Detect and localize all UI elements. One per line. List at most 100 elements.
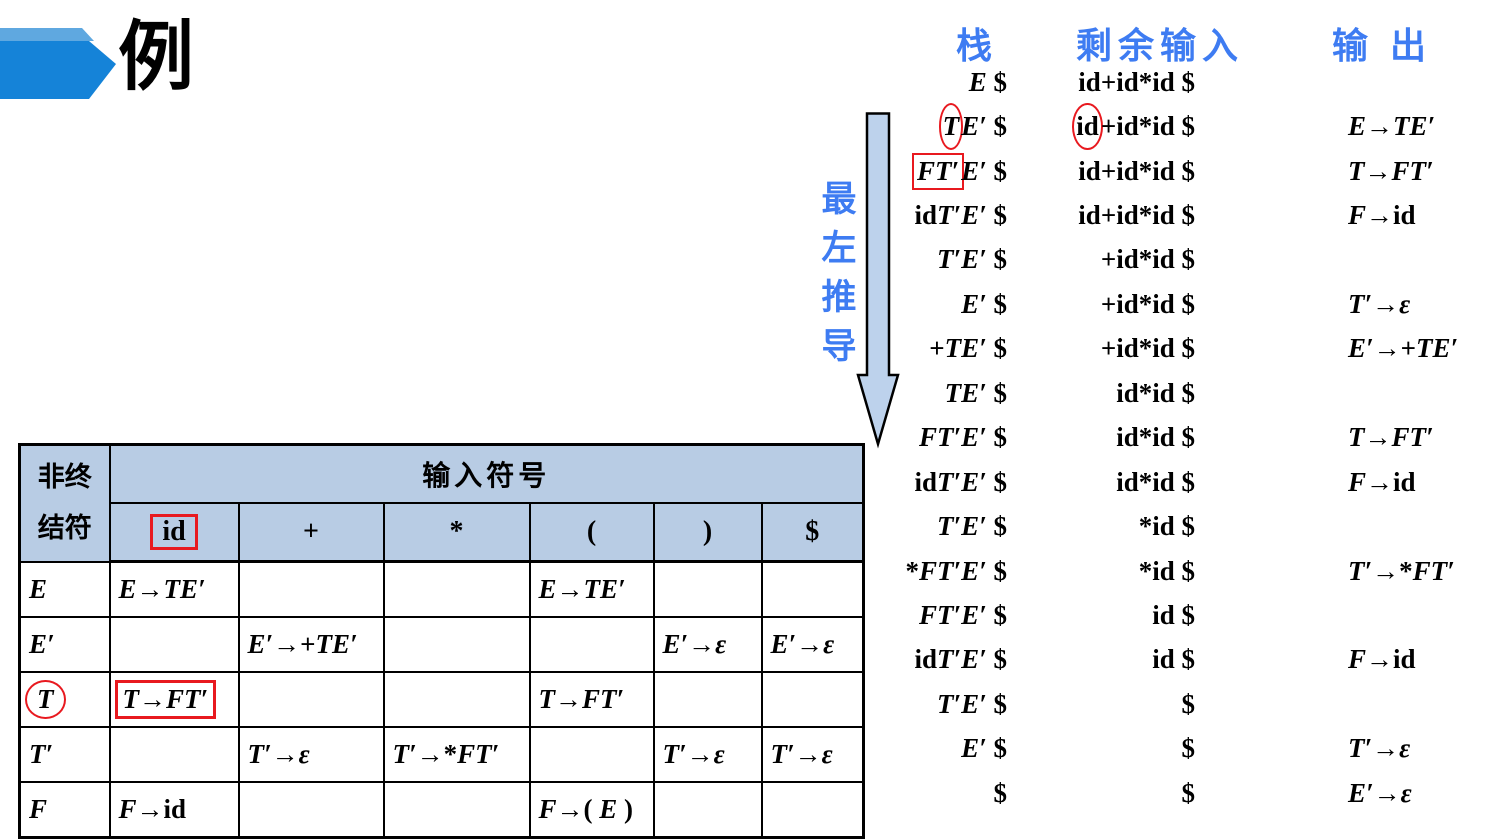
nonterminal-row-header: T′ — [18, 726, 111, 783]
trace-row: idT′E′ $id*id $F→id — [860, 460, 1499, 504]
trace-input-value: id+id*id $ — [1007, 103, 1195, 151]
parse-table-cell — [760, 560, 865, 618]
trace-output-value: F→id — [1348, 644, 1416, 675]
terminal-column-header: + — [237, 502, 385, 563]
parse-table-cell — [237, 671, 385, 728]
terminal-column-header: id — [108, 502, 240, 563]
trace-stack-value: T′E′ $ — [937, 244, 1007, 275]
parse-table-cell — [382, 560, 531, 618]
trace-row: *FT′E′ $ *id $ T′→*FT′ — [860, 549, 1499, 593]
derivation-down-arrow-icon — [856, 112, 900, 449]
trace-input-value: id*id $ — [1116, 466, 1195, 497]
trace-input-value: id $ — [1152, 599, 1195, 630]
trace-row: E′ $ +id*id $ T′→ε — [860, 282, 1499, 326]
trace-input-value: id+id*id $ — [1078, 200, 1195, 231]
parse-trace: E $id+id*id $TE′ $id+id*id $E→TE′FT′E′ $… — [860, 60, 1499, 815]
parse-table-cell — [237, 560, 385, 618]
parse-table-cell — [760, 671, 865, 728]
terminal-column-header: ( — [528, 502, 655, 563]
parse-table-cell — [108, 616, 240, 673]
trace-input-value: id+id*id $ — [1078, 155, 1195, 186]
trace-output-value: E′→+TE′ — [1348, 333, 1459, 364]
nonterminal-row-header: F — [18, 781, 111, 839]
trace-stack-value: E $ — [968, 66, 1007, 97]
trace-row: $$E′→ε — [860, 771, 1499, 815]
derivation-char: 最 — [821, 180, 857, 219]
parse-table-cell — [382, 616, 531, 673]
parse-table-cell — [108, 726, 240, 783]
trace-row: T′E′ $ +id*id $ — [860, 238, 1499, 282]
trace-stack-value: E′ $ — [961, 733, 1007, 764]
trace-header-stack: 栈 — [956, 26, 993, 66]
trace-output-value: E→TE′ — [1348, 111, 1436, 142]
nonterminal-row-header: T — [18, 671, 111, 728]
trace-row: idT′E′ $id+id*id $F→id — [860, 193, 1499, 237]
input-symbols-group-header: 输入符号 — [108, 443, 865, 504]
parse-table-cell — [652, 671, 763, 728]
derivation-char: 推 — [821, 278, 857, 317]
nonterminal-row-header: E — [18, 560, 111, 618]
parse-table-cell: T→FT′ — [108, 671, 240, 728]
parse-table-cell: T′→ε — [760, 726, 865, 783]
trace-output-value: T→FT′ — [1348, 422, 1434, 453]
trace-input-value: +id*id $ — [1100, 244, 1195, 275]
trace-stack-value: +TE′ $ — [929, 333, 1007, 364]
trace-stack-value: T′E′ $ — [937, 688, 1007, 719]
trace-row: T′E′ $*id $ — [860, 504, 1499, 548]
trace-row: E′ $$T′→ε — [860, 727, 1499, 771]
parse-table-cell: E′→+TE′ — [237, 616, 385, 673]
nonterminal-row-header: E′ — [18, 616, 111, 673]
page-title: 例 — [118, 15, 194, 100]
trace-stack-value: idT′E′ $ — [914, 200, 1007, 231]
parse-table-cell: T′→ε — [237, 726, 385, 783]
trace-stack-value: FT′E′ $ — [919, 422, 1007, 453]
terminal-column-header: ) — [652, 502, 763, 563]
trace-stack-value: $ — [993, 777, 1008, 808]
trace-header-remaining-input: 剩余输入 — [1076, 26, 1245, 66]
parse-table-cell — [528, 616, 655, 673]
red-box-annotation: id — [150, 514, 198, 550]
trace-stack-value: idT′E′ $ — [914, 644, 1007, 675]
red-box-annotation: T→FT′ — [114, 680, 217, 719]
nonterminal-column-header: 非终结符 — [18, 443, 111, 563]
terminal-column-header: $ — [760, 502, 865, 563]
trace-output-value: T′→ε — [1348, 288, 1411, 319]
parse-table-cell — [652, 781, 763, 839]
parse-table-cell — [382, 671, 531, 728]
trace-input-value: id*id $ — [1116, 422, 1195, 453]
trace-stack-value: E′ $ — [961, 288, 1007, 319]
red-ellipse-annotation: T — [938, 103, 964, 151]
trace-output-value: T′→*FT′ — [1348, 555, 1455, 586]
trace-input-value: $ — [1181, 733, 1196, 764]
trace-output-value: T→FT′ — [1348, 155, 1434, 186]
trace-input-value: id+id*id $ — [1078, 66, 1195, 97]
trace-row: idT′E′ $ id $ F→id — [860, 638, 1499, 682]
derivation-char: 导 — [821, 327, 857, 366]
parse-table-cell: F→( E ) — [528, 781, 655, 839]
parse-table-cell: E′→ε — [652, 616, 763, 673]
parse-table-cell: E→TE′ — [528, 560, 655, 618]
trace-stack-value: TE′ $ — [944, 377, 1007, 408]
trace-input-value: +id*id $ — [1100, 288, 1195, 319]
parse-table-cell: T→FT′ — [528, 671, 655, 728]
terminal-column-header: * — [382, 502, 531, 563]
trace-stack-value: *FT′E′ $ — [905, 555, 1007, 586]
trace-header-output: 输出 — [1332, 26, 1449, 66]
trace-input-value: id $ — [1152, 644, 1195, 675]
parse-table-cell — [760, 781, 865, 839]
trace-row: +TE′ $+id*id $E′→+TE′ — [860, 327, 1499, 371]
trace-input-value: id*id $ — [1116, 377, 1195, 408]
trace-stack-value: idT′E′ $ — [914, 466, 1007, 497]
trace-input-value: *id $ — [1138, 555, 1195, 586]
parse-table-cell — [237, 781, 385, 839]
trace-stack-value: FT′E′ $ — [919, 599, 1007, 630]
red-ellipse-annotation: T — [25, 680, 66, 719]
derivation-char: 左 — [821, 229, 857, 268]
trace-input-value: $ — [1181, 777, 1196, 808]
trace-row: FT′E′ $id+id*id $T→FT′ — [860, 149, 1499, 193]
